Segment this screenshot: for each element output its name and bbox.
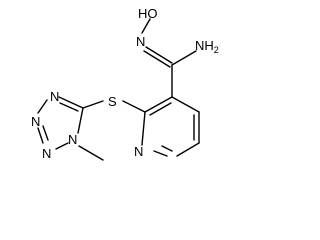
hydroxyl-label: HO (138, 6, 158, 21)
bond-n-c-double-a (145, 46, 173, 64)
tetrazole-n1-label: N (68, 132, 77, 147)
bond-tz-c5-n4 (58, 96, 84, 109)
sulfur-label: S (108, 94, 117, 109)
bond-py-c2-c3-inner (149, 102, 172, 116)
bond-py-c2-c3 (144, 96, 173, 113)
oxime-nitrogen-label: N (136, 34, 145, 49)
bond-tz-n1-c5 (77, 107, 84, 134)
bond-o-n (141, 18, 151, 34)
bond-n-methyl (78, 145, 104, 161)
bond-n-c-double-b (143, 50, 171, 68)
bond-c-nh2 (171, 50, 197, 66)
amine-label: NH2 (195, 38, 219, 55)
bond-py-n-c2 (141, 111, 146, 146)
bond-c2-s (122, 100, 146, 113)
tetrazole-n4-label: N (50, 89, 59, 104)
molecule-structure: HO N NH2 S N N N N N (31, 6, 219, 161)
tetrazole-n3-label: N (31, 114, 40, 129)
bond-tz-c5-n4-inner (59, 102, 79, 112)
bond-tz-n3-n2 (37, 127, 44, 144)
tetrazole-n2-label: N (42, 146, 51, 161)
bond-lines (37, 18, 200, 161)
atom-labels: HO N NH2 S N N N N N (31, 6, 219, 161)
pyridine-nitrogen-label: N (134, 144, 143, 159)
bond-py-c6-n (153, 150, 168, 157)
bond-tz-n3-n2-inner (42, 125, 49, 141)
bond-py-c5-c6 (176, 142, 200, 157)
bond-tz-n2-n1 (55, 142, 69, 150)
bond-py-c6-n-inner (161, 145, 173, 152)
bond-tz-n4-n3 (37, 99, 48, 114)
bond-s-tz (82, 100, 104, 109)
bond-py-c3-c4 (171, 96, 200, 113)
